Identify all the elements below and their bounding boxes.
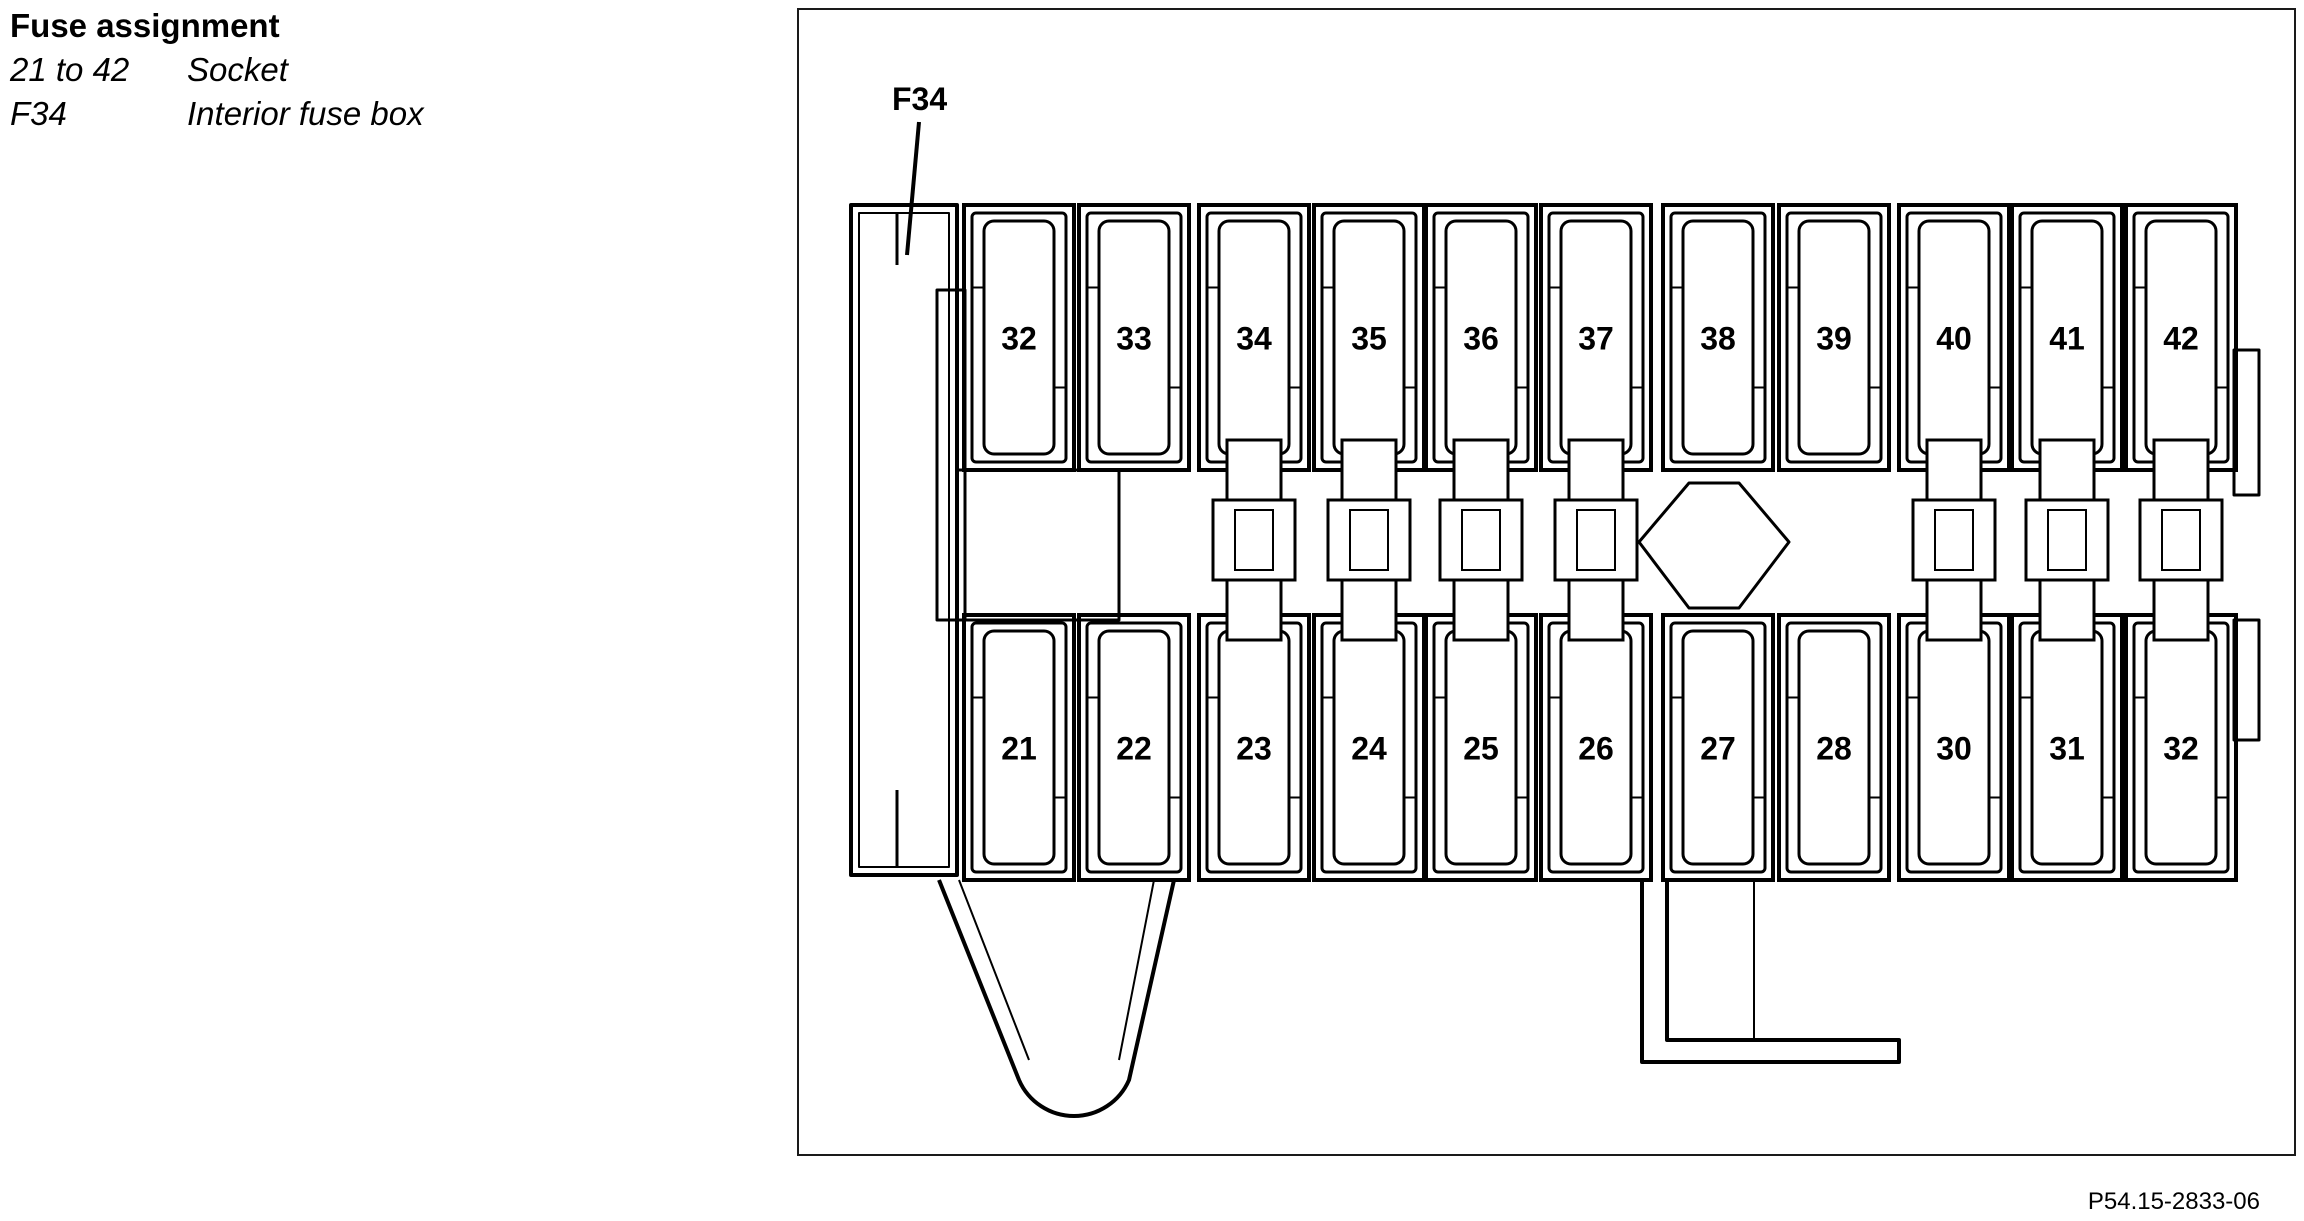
socket-connector-block <box>1438 438 1524 642</box>
fuse-socket-bottom: 31 <box>2010 613 2124 882</box>
legend-desc: Interior fuse box <box>187 95 424 132</box>
socket-connector-block <box>2024 438 2110 642</box>
fuse-number-label: 33 <box>1116 321 1152 357</box>
fuse-number-label: 40 <box>1936 321 1972 357</box>
drawing-reference: P54.15-2833-06 <box>2087 1188 2260 1215</box>
legend-desc: Socket <box>187 51 288 88</box>
fuse-number-label: 22 <box>1116 731 1152 767</box>
fuse-number-label: 32 <box>1001 321 1037 357</box>
fuse-socket-top: 33 <box>1077 203 1191 472</box>
fuse-number-label: 35 <box>1351 321 1387 357</box>
legend-title: Fuse assignment <box>10 7 280 44</box>
fuse-socket-top: 40 <box>1897 203 2011 472</box>
legend-code: 21 to 42 <box>10 51 130 88</box>
fuse-socket-top: 39 <box>1777 203 1891 472</box>
fuse-box-diagram: 32 33 34 35 36 37 38 39 40 41 42 21 22 23 24 25 26 27 28 3… <box>849 81 2261 1119</box>
fuse-socket-top: 35 <box>1312 203 1426 472</box>
fuse-number-label: 30 <box>1936 731 1972 767</box>
legend-code: F34 <box>10 95 67 132</box>
legend-row-fusebox: F34 Interior fuse box <box>10 92 424 136</box>
fuse-number-label: 28 <box>1816 731 1852 767</box>
fuse-number-label: 26 <box>1578 731 1614 767</box>
socket-connector-block <box>1326 438 1412 642</box>
fuse-number-label: 23 <box>1236 731 1272 767</box>
fuse-socket-bottom: 21 <box>962 613 1076 882</box>
fuse-socket-top: 36 <box>1424 203 1538 472</box>
fuse-number-label: 34 <box>1236 321 1272 357</box>
fuse-socket-bottom: 28 <box>1777 613 1891 882</box>
fuse-number-label: 38 <box>1700 321 1736 357</box>
fuse-socket-top: 32 <box>962 203 1076 472</box>
fuse-number-label: 25 <box>1463 731 1499 767</box>
fuse-socket-top: 37 <box>1539 203 1653 472</box>
f34-callout-leader <box>905 121 921 256</box>
socket-connector-block <box>1911 438 1997 642</box>
fuse-socket-bottom: 24 <box>1312 613 1426 882</box>
fuse-socket-top: 38 <box>1661 203 1775 472</box>
fuse-socket-top: 41 <box>2010 203 2124 472</box>
fuse-socket-bottom: 23 <box>1197 613 1311 882</box>
fuse-number-label: 36 <box>1463 321 1499 357</box>
fuse-socket-bottom: 27 <box>1661 613 1775 882</box>
fuse-number-label: 39 <box>1816 321 1852 357</box>
fuse-socket-bottom: 30 <box>1897 613 2011 882</box>
fuse-number-label: 24 <box>1351 731 1387 767</box>
fuse-number-label: 32 <box>2163 731 2199 767</box>
socket-connector-block <box>2138 438 2224 642</box>
fuse-socket-bottom: 26 <box>1539 613 1653 882</box>
fuse-number-label: 37 <box>1578 321 1614 357</box>
fuse-number-label: 42 <box>2163 321 2199 357</box>
f34-callout-label: F34 <box>892 81 947 117</box>
fuse-legend: Fuse assignment 21 to 42 Socket F34 Inte… <box>10 4 424 136</box>
fuse-number-label: 27 <box>1700 731 1736 767</box>
fuse-number-label: 41 <box>2049 321 2085 357</box>
fuse-number-label: 31 <box>2049 731 2085 767</box>
diagram-frame: 32 33 34 35 36 37 38 39 40 41 42 21 22 23 24 25 26 27 28 3… <box>797 8 2296 1156</box>
hex-post <box>1637 481 1791 610</box>
fuse-box-left-housing <box>849 203 959 877</box>
socket-connector-block <box>1211 438 1297 642</box>
fuse-socket-bottom: 22 <box>1077 613 1191 882</box>
socket-connector-block <box>1553 438 1639 642</box>
fuse-socket-top: 34 <box>1197 203 1311 472</box>
mounting-bracket <box>937 879 1176 1119</box>
bottom-tab <box>1640 880 1901 1064</box>
fuse-socket-bottom: 32 <box>2124 613 2238 882</box>
legend-row-sockets: 21 to 42 Socket <box>10 48 424 92</box>
fuse-socket-bottom: 25 <box>1424 613 1538 882</box>
fuse-number-label: 21 <box>1001 731 1037 767</box>
fuse-socket-top: 42 <box>2124 203 2238 472</box>
